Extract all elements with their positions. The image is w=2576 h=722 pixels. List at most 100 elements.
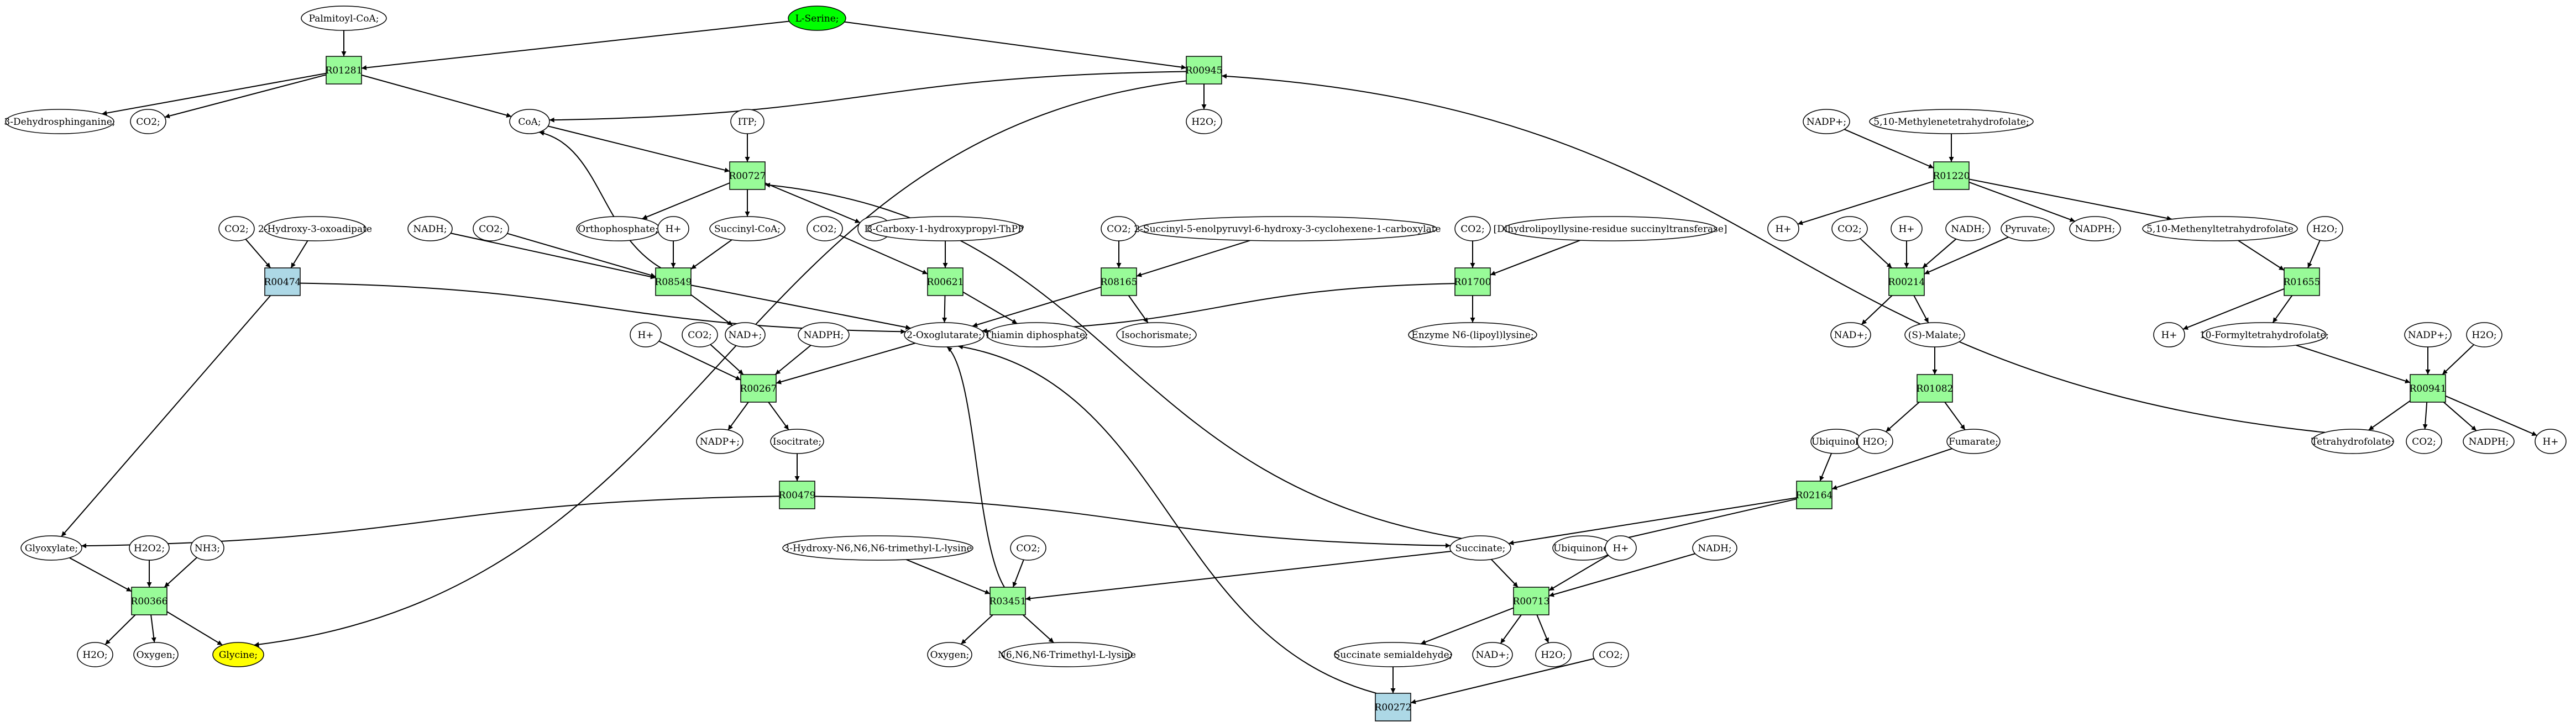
node-r00945[interactable]: R00945 <box>1186 56 1223 85</box>
node-r01700[interactable]: R01700 <box>1454 267 1491 296</box>
node-co2_g[interactable]: CO2; <box>682 322 718 347</box>
node-nadpplus_c[interactable]: NADP+; <box>2404 322 2452 347</box>
node-r08549[interactable]: R08549 <box>655 267 692 296</box>
node-hplus_d[interactable]: H+ <box>1767 216 1799 241</box>
node-nadplus_c[interactable]: NAD+; <box>1830 322 1871 347</box>
node-hplus_b[interactable]: H+ <box>630 322 662 347</box>
node-orthophosphate[interactable]: Orthophosphate; <box>576 216 660 241</box>
node-label: Isocitrate; <box>773 436 821 447</box>
node-co2_f[interactable]: CO2; <box>1454 216 1491 241</box>
node-oxygen_b[interactable]: Oxygen; <box>927 642 972 667</box>
node-succinylenol[interactable]: 2-Succinyl-5-enolpyruvyl-6-hydroxy-3-cyc… <box>1134 216 1441 241</box>
node-oxygen_a[interactable]: Oxygen; <box>133 642 179 667</box>
node-itp[interactable]: ITP; <box>730 109 765 134</box>
node-hydroxyoxoadipate[interactable]: 2-Hydroxy-3-oxoadipate <box>258 216 372 241</box>
node-isochorismate[interactable]: Isochorismate; <box>1116 322 1197 347</box>
node-thf[interactable]: Tetrahydrofolate; <box>2311 429 2394 454</box>
node-r00366[interactable]: R00366 <box>131 587 168 615</box>
node-label: R00479 <box>779 490 816 501</box>
node-hplus_f[interactable]: H+ <box>2153 322 2185 347</box>
node-carboxy_tpp[interactable]: 3-Carboxy-1-hydroxypropyl-ThPP <box>867 216 1024 241</box>
node-h2o_d[interactable]: H2O; <box>2307 216 2343 241</box>
node-co2_a[interactable]: CO2; <box>130 109 166 134</box>
node-trimethyl_lysine[interactable]: N6,N6,N6-Trimethyl-L-lysine <box>998 642 1136 667</box>
node-co2_b[interactable]: CO2; <box>218 216 255 241</box>
node-r00267[interactable]: R00267 <box>740 374 777 403</box>
node-r00214[interactable]: R00214 <box>1888 267 1925 296</box>
node-co2_i[interactable]: CO2; <box>1593 642 1629 667</box>
node-r00474[interactable]: R00474 <box>264 267 301 296</box>
node-label: H2O; <box>2312 224 2337 235</box>
node-nadh_a[interactable]: NADH; <box>407 216 453 241</box>
node-methenylthf[interactable]: 5,10-Methenyltetrahydrofolate <box>2142 216 2298 241</box>
node-nadh_c[interactable]: NADH; <box>1945 216 1991 241</box>
node-formylthf[interactable]: 10-Formyltetrahydrofolate; <box>2200 322 2329 347</box>
node-r01082[interactable]: R01082 <box>1917 374 1954 403</box>
node-co2_d[interactable]: CO2; <box>807 216 843 241</box>
node-nadplus_b[interactable]: NAD+; <box>1472 642 1513 667</box>
node-trimethyl_hydroxy[interactable]: 3-Hydroxy-N6,N6,N6-trimethyl-L-lysine <box>782 535 973 561</box>
node-succ_semialdehyde[interactable]: Succinate semialdehyde; <box>1334 642 1453 667</box>
node-oxoglutarate[interactable]: 2-Oxoglutarate; <box>904 322 985 347</box>
node-r01655[interactable]: R01655 <box>2284 267 2321 296</box>
compound-ellipse <box>1830 322 1871 347</box>
node-pyruvate[interactable]: Pyruvate; <box>2001 216 2055 241</box>
node-nadpplus_a[interactable]: NADP+; <box>696 429 744 454</box>
node-r00713[interactable]: R00713 <box>1513 587 1550 615</box>
node-hplus_c[interactable]: H+ <box>1605 535 1637 561</box>
node-dihydrolipoyl[interactable]: [Dihydrolipoyllysine-residue succinyltra… <box>1493 216 1727 241</box>
node-nadph_c[interactable]: NADPH; <box>2463 429 2515 454</box>
node-enzyme_lipoyl[interactable]: Enzyme N6-(lipoyl)lysine; <box>1408 322 1537 347</box>
node-h2o_a[interactable]: H2O; <box>1186 109 1222 134</box>
node-glyoxylate[interactable]: Glyoxylate; <box>20 535 82 561</box>
node-succinate[interactable]: Succinate; <box>1449 535 1511 561</box>
node-serine[interactable]: L-Serine; <box>788 6 846 31</box>
node-nadpplus_b[interactable]: NADP+; <box>1803 109 1850 134</box>
node-r03451[interactable]: R03451 <box>989 587 1027 615</box>
node-r00479[interactable]: R00479 <box>779 481 816 509</box>
node-nh3[interactable]: NH3; <box>190 535 224 561</box>
node-co2_h[interactable]: CO2; <box>1010 535 1046 561</box>
node-r00727[interactable]: R00727 <box>729 161 766 190</box>
node-co2_k[interactable]: CO2; <box>2406 429 2442 454</box>
node-h2o_e[interactable]: H2O; <box>1857 429 1893 454</box>
node-r00621[interactable]: R00621 <box>927 267 964 296</box>
node-methylenethf[interactable]: 5,10-Methylenetetrahydrofolate; <box>1869 109 2034 134</box>
node-fumarate[interactable]: Fumarate; <box>1946 429 2001 454</box>
node-r01220[interactable]: R01220 <box>1933 161 1970 190</box>
node-hplus_e[interactable]: H+ <box>1891 216 1923 241</box>
node-label: Glycine; <box>219 650 258 661</box>
node-glycine[interactable]: Glycine; <box>212 642 264 667</box>
node-h2o_c[interactable]: H2O; <box>1535 642 1572 667</box>
node-hplus_a[interactable]: H+ <box>657 216 689 241</box>
node-label: NAD+; <box>1476 650 1510 661</box>
node-thiamin[interactable]: Thiamin diphosphate; <box>985 322 1088 347</box>
node-nadph_b[interactable]: NADPH; <box>2069 216 2121 241</box>
node-ubiquinol[interactable]: Ubiquinol; <box>1810 429 1862 454</box>
node-r02164[interactable]: R02164 <box>1796 481 1833 509</box>
node-dehydro[interactable]: 3-Dehydrosphinganine; <box>4 109 116 134</box>
node-palmitoyl[interactable]: Palmitoyl-CoA; <box>301 6 387 31</box>
edge-co2_g-to-r00267 <box>710 344 744 375</box>
node-isocitrate[interactable]: Isocitrate; <box>770 429 824 454</box>
node-ubiquinone[interactable]: Ubiquinone; <box>1552 535 1613 561</box>
node-co2_c[interactable]: CO2; <box>473 216 509 241</box>
node-h2o_f[interactable]: H2O; <box>2466 322 2502 347</box>
node-smalate[interactable]: (S)-Malate; <box>1904 322 1965 347</box>
node-co2_j[interactable]: CO2; <box>1831 216 1868 241</box>
compound-ellipse <box>630 322 662 347</box>
node-r00272[interactable]: R00272 <box>1375 693 1412 721</box>
node-nadh_b[interactable]: NADH; <box>1692 535 1737 561</box>
node-co2_e[interactable]: CO2; <box>1101 216 1137 241</box>
node-r00941[interactable]: R00941 <box>2410 374 2447 403</box>
node-coa[interactable]: CoA; <box>509 109 550 134</box>
node-nadph_a[interactable]: NADPH; <box>798 322 850 347</box>
node-r08165[interactable]: R08165 <box>1101 267 1138 296</box>
node-h2o_b[interactable]: H2O; <box>77 642 113 667</box>
node-nadplus_a[interactable]: NAD+; <box>725 322 766 347</box>
node-hplus_g[interactable]: H+ <box>2535 429 2567 454</box>
compound-ellipse <box>2535 429 2567 454</box>
node-succinylcoa[interactable]: Succinyl-CoA; <box>709 216 786 241</box>
node-r01281[interactable]: R01281 <box>326 56 363 85</box>
node-h2o2[interactable]: H2O2; <box>129 535 170 561</box>
